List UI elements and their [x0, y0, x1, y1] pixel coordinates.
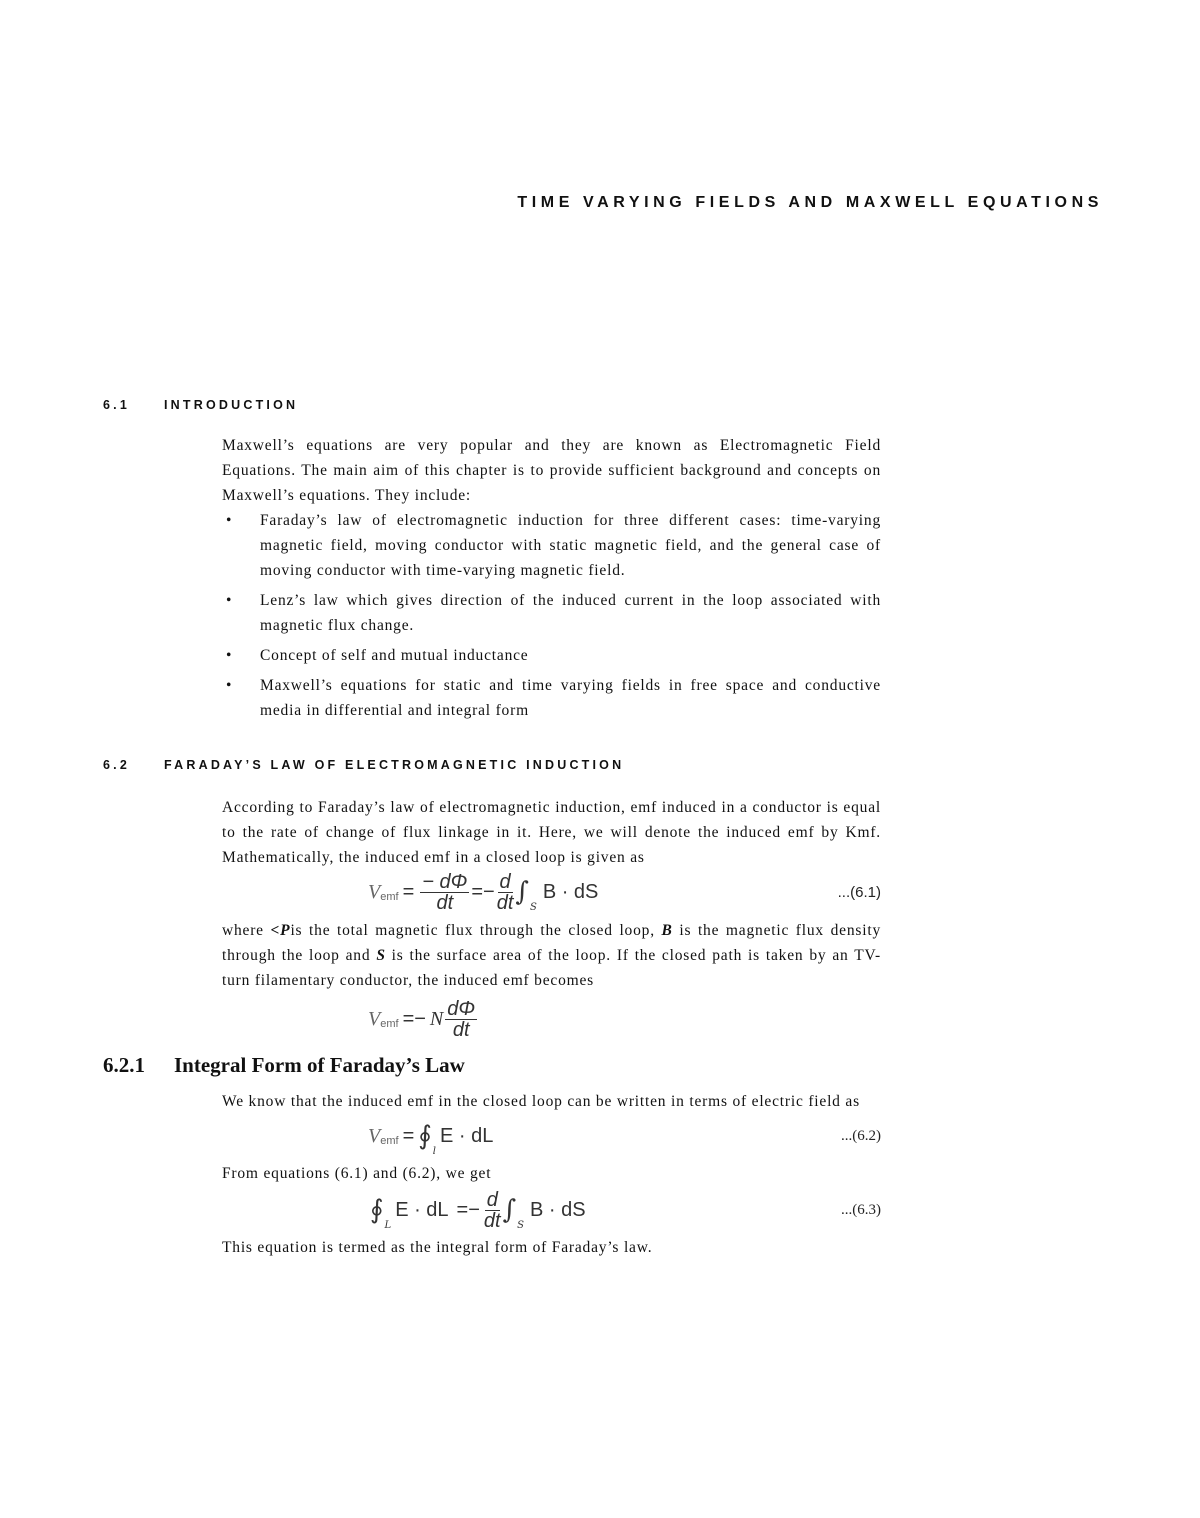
equation-number: ...(6.2): [841, 1127, 881, 1144]
subsection-number: 6.2.1: [103, 1053, 145, 1077]
subsection-heading-6-2-1: 6.2.1 Integral Form of Faraday’s Law: [103, 1052, 1200, 1078]
integral-sign: ∫S: [515, 877, 537, 913]
list-item: •Concept of self and mutual inductance: [222, 643, 881, 668]
integral-form-paragraph-2: From equations (6.1) and (6.2), we get: [222, 1165, 492, 1182]
section-number: 6.2: [103, 758, 130, 772]
faraday-paragraph-1: According to Faraday’s law of electromag…: [222, 799, 881, 866]
section-heading-6-2: 6.2 FARADAY’S LAW OF ELECTROMAGNETIC INDU…: [103, 758, 1200, 773]
integral-form-paragraph-3: This equation is termed as the integral …: [222, 1239, 653, 1256]
intro-paragraph: Maxwell’s equations are very popular and…: [222, 437, 881, 504]
faraday-paragraph-2: where <Pis the total magnetic flux throu…: [222, 922, 881, 989]
equation-number: ...(6.3): [841, 1201, 881, 1218]
integral-form-paragraph-1: We know that the induced emf in the clos…: [222, 1093, 860, 1110]
integral-sign: ∫S: [502, 1195, 524, 1231]
list-item: •Maxwell’s equations for static and time…: [222, 673, 881, 723]
intro-bullet-list: •Faraday’s law of electromagnetic induct…: [222, 508, 881, 723]
document-page: TIME VARYING FIELDS AND MAXWELL EQUATION…: [103, 194, 1200, 1256]
section-heading-6-1: 6.1 INTRODUCTION: [103, 398, 1200, 413]
subsection-title: Integral Form of Faraday’s Law: [174, 1053, 465, 1077]
contour-integral-sign: ∮l: [418, 1121, 436, 1157]
section-number: 6.1: [103, 398, 130, 412]
list-item: •Lenz’s law which gives direction of the…: [222, 588, 881, 638]
section-title: INTRODUCTION: [164, 398, 299, 412]
running-head: TIME VARYING FIELDS AND MAXWELL EQUATION…: [517, 194, 1103, 211]
bullet-icon: •: [226, 592, 233, 609]
contour-integral-sign: ∮L: [370, 1195, 392, 1231]
bullet-icon: •: [226, 512, 233, 529]
section-title: FARADAY’S LAW OF ELECTROMAGNETIC INDUCTI…: [164, 758, 625, 772]
bullet-icon: •: [226, 677, 233, 694]
equation-number: ...(6.1): [837, 883, 881, 901]
list-item: •Faraday’s law of electromagnetic induct…: [222, 508, 881, 583]
bullet-icon: •: [226, 647, 233, 664]
